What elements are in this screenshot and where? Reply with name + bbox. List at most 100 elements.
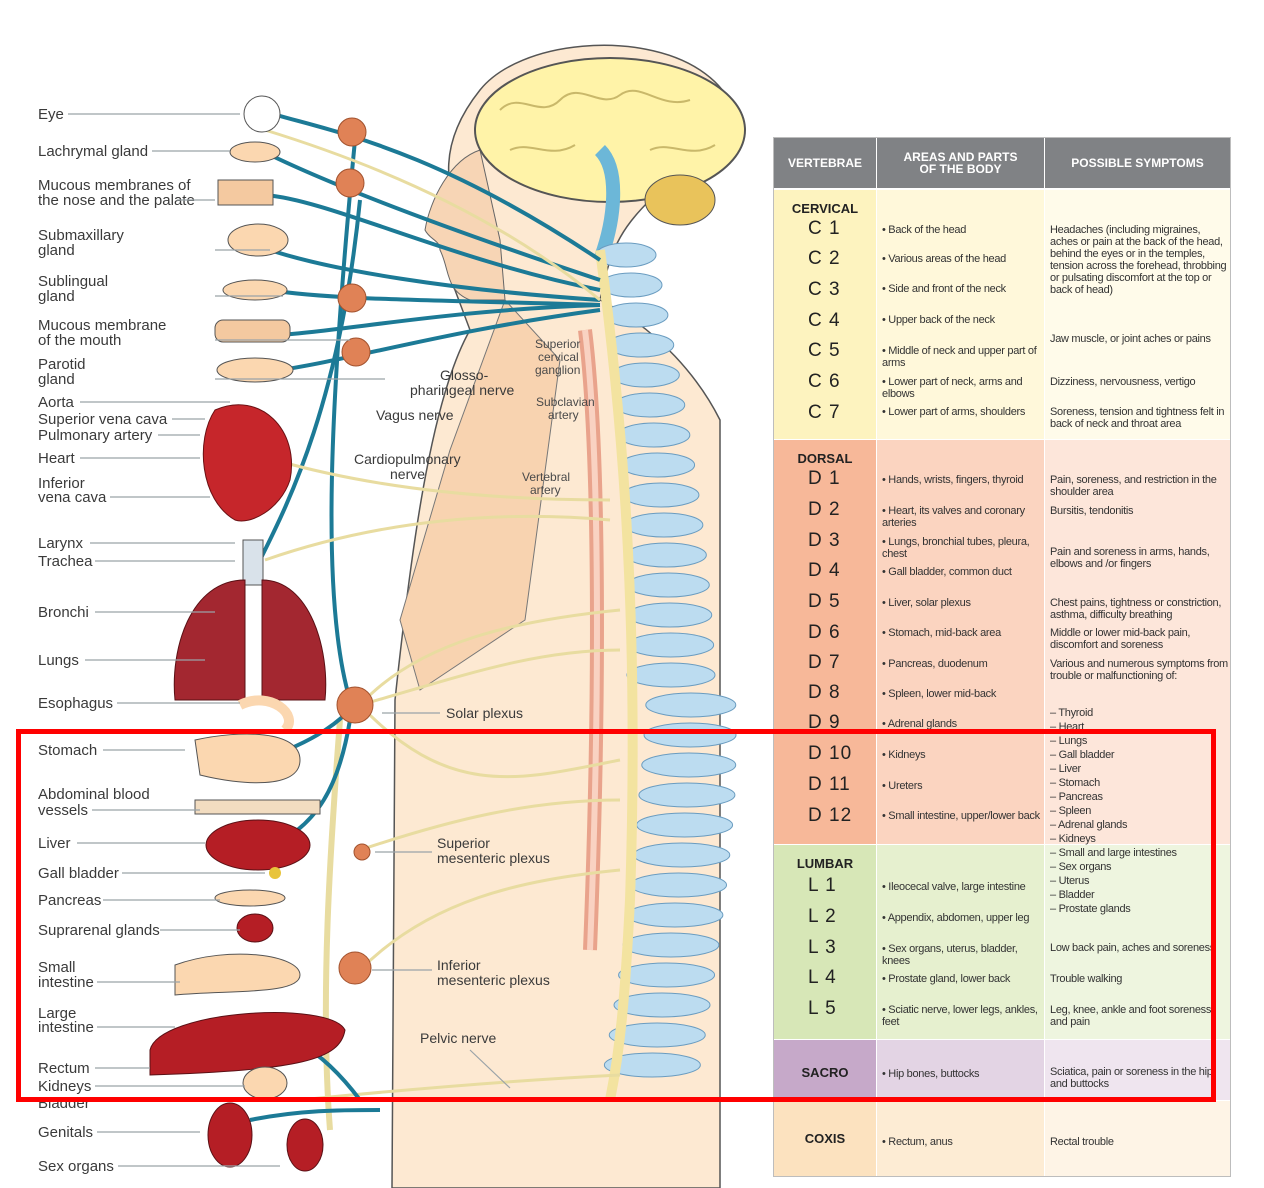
vertebra-label: C 4	[808, 310, 841, 331]
vertebra-label: D 5	[808, 591, 841, 612]
organ-label-smallint_1: Small	[38, 959, 76, 976]
gall-bladder-organ	[269, 867, 281, 879]
cardio-label-2: nerve	[390, 466, 425, 482]
vertebra-bone	[626, 572, 710, 598]
nerve-labels: Glosso- pharingeal nerve Vagus nerve Car…	[354, 337, 595, 1089]
organ-label-mucous_nose_1: Mucous membranes of	[38, 177, 191, 194]
area-item: • Ureters	[882, 780, 923, 792]
area-item: • Adrenal glands	[882, 718, 957, 730]
vertebra-bone	[603, 1052, 701, 1078]
section-cervical: CERVICAL	[774, 190, 1230, 439]
esophagus-organ	[237, 695, 294, 734]
vertebra-bone	[636, 812, 734, 838]
abdominal-vessels-organ	[194, 799, 321, 815]
vertebra-label: D 11	[808, 774, 851, 795]
symptom-item: Pain and soreness in arms, hands, elbows…	[1050, 546, 1210, 570]
section-lumbar: LUMBAR	[774, 845, 1230, 1039]
symptom-item: Sciatica, pain or soreness in the hip an…	[1050, 1066, 1213, 1090]
vertebra-label: C 2	[808, 248, 841, 269]
solar-label: Solar plexus	[446, 705, 523, 721]
cerebellum	[644, 174, 716, 226]
organ-label-mucous_nose_2: the nose and the palate	[38, 192, 195, 209]
vertebral-artery-inner	[582, 329, 600, 951]
area-item: • Hands, wrists, fingers, thyroid	[882, 474, 1024, 486]
vertebra-bone	[610, 362, 680, 388]
section-name-cervical: CERVICAL	[791, 201, 859, 216]
vertebra-bone	[625, 542, 707, 568]
vertebra-bone	[626, 902, 724, 928]
organ-label-kidneys: Kidneys	[38, 1078, 91, 1095]
sex-organs-organ	[286, 1118, 324, 1172]
vertebra-label: C 7	[808, 402, 841, 423]
section-sacro: SACRO	[774, 1040, 1230, 1100]
area-item: • Lower part of neck, arms and elbows	[882, 376, 1023, 400]
parotid-organ	[216, 357, 294, 383]
area-item: • Lower part of arms, shoulders	[882, 406, 1026, 418]
symptom-item: Leg, knee, ankle and foot soreness and p…	[1050, 1004, 1212, 1028]
vertebra-bone	[618, 962, 716, 988]
vertebra-bone	[630, 872, 728, 898]
kidney-organ	[242, 1066, 288, 1100]
vertebra-bone	[613, 992, 711, 1018]
spine	[595, 242, 737, 1078]
vertebra-bone	[622, 932, 720, 958]
vertebra-label: D 6	[808, 622, 841, 643]
vertebra-label: L 2	[808, 906, 837, 927]
pancreas-organ	[214, 889, 286, 907]
cardio-label-1: Cardiopulmonary	[354, 451, 461, 467]
area-item: • Heart, its valves and coronary arterie…	[882, 505, 1025, 529]
vertebra-bone	[626, 662, 716, 688]
symptom-item: Rectal trouble	[1050, 1136, 1114, 1148]
symptom-item: Trouble walking	[1050, 973, 1123, 985]
vertebra-label: C 6	[808, 371, 841, 392]
vertebra-label: D 7	[808, 652, 841, 673]
nerve-network	[199, 108, 621, 1131]
symptom-item: Middle or lower mid-back pain, discomfor…	[1050, 627, 1191, 651]
organ-label-svc: Superior vena cava	[38, 411, 168, 428]
nose-membrane-organ	[217, 179, 274, 206]
area-item: • Lungs, bronchial tubes, pleura, chest	[882, 536, 1030, 560]
area-item: • Upper back of the neck	[882, 314, 995, 326]
liver-organ	[205, 819, 311, 871]
vertebra-label: L 4	[808, 967, 837, 988]
area-item: • Hip bones, buttocks	[882, 1068, 980, 1080]
sup-mes-label-1: Superior	[437, 835, 490, 851]
symptom-item: Low back pain, aches and soreness	[1050, 942, 1215, 954]
vertebra-bone	[633, 842, 731, 868]
area-item: • Ileocecal valve, large intestine	[882, 881, 1026, 893]
area-item: • Small intestine, upper/lower back	[882, 810, 1040, 822]
section-name-coxis: COXIS	[804, 1131, 846, 1146]
brain-folds	[499, 89, 716, 152]
vertebra-bone	[622, 482, 700, 508]
organ-label-stomach: Stomach	[38, 742, 97, 759]
vertebra-bone	[627, 602, 713, 628]
area-item: • Middle of neck and upper part of arms	[882, 345, 1037, 369]
organ-label-eye: Eye	[38, 106, 64, 123]
header-symptoms: POSSIBLE SYMPTOMS	[1045, 138, 1230, 188]
vertebra-bone	[638, 782, 736, 808]
area-item: • Back of the head	[882, 224, 967, 236]
glosso-label-1: Glosso-	[440, 367, 489, 383]
organ-label-trachea: Trachea	[38, 553, 93, 570]
symptom-item: Pain, soreness, and restriction in the s…	[1050, 474, 1217, 498]
organ-label-smallint_2: intestine	[38, 974, 94, 991]
genitals-organ	[207, 1102, 253, 1168]
organ-label-pancreas: Pancreas	[38, 892, 101, 909]
area-item: • Appendix, abdomen, upper leg	[882, 912, 1030, 924]
vertebrae-chart: VERTEBRAE AREAS AND PARTS OF THE BODY PO…	[773, 137, 1231, 1177]
vertebra-bone	[645, 692, 737, 718]
section-dorsal: DORSAL	[774, 440, 1230, 844]
eye-organ	[243, 95, 281, 133]
symptom-item: Dizziness, nervousness, vertigo	[1050, 376, 1196, 388]
vertebra-label: C 1	[808, 218, 841, 239]
lung-right	[261, 579, 327, 701]
organ-label-pulm: Pulmonary artery	[38, 427, 153, 444]
area-item: • Liver, solar plexus	[882, 597, 971, 609]
sup-cerv-label-3: ganglion	[535, 363, 580, 377]
area-item: • Side and front of the neck	[882, 283, 1006, 295]
inf-mes-label-2: mesenteric plexus	[437, 972, 550, 988]
organ-label-parotid_1: Parotid	[38, 356, 86, 373]
vertebra-label: D 2	[808, 499, 841, 520]
symptom-item: Headaches (including migraines, aches or…	[1050, 224, 1227, 296]
